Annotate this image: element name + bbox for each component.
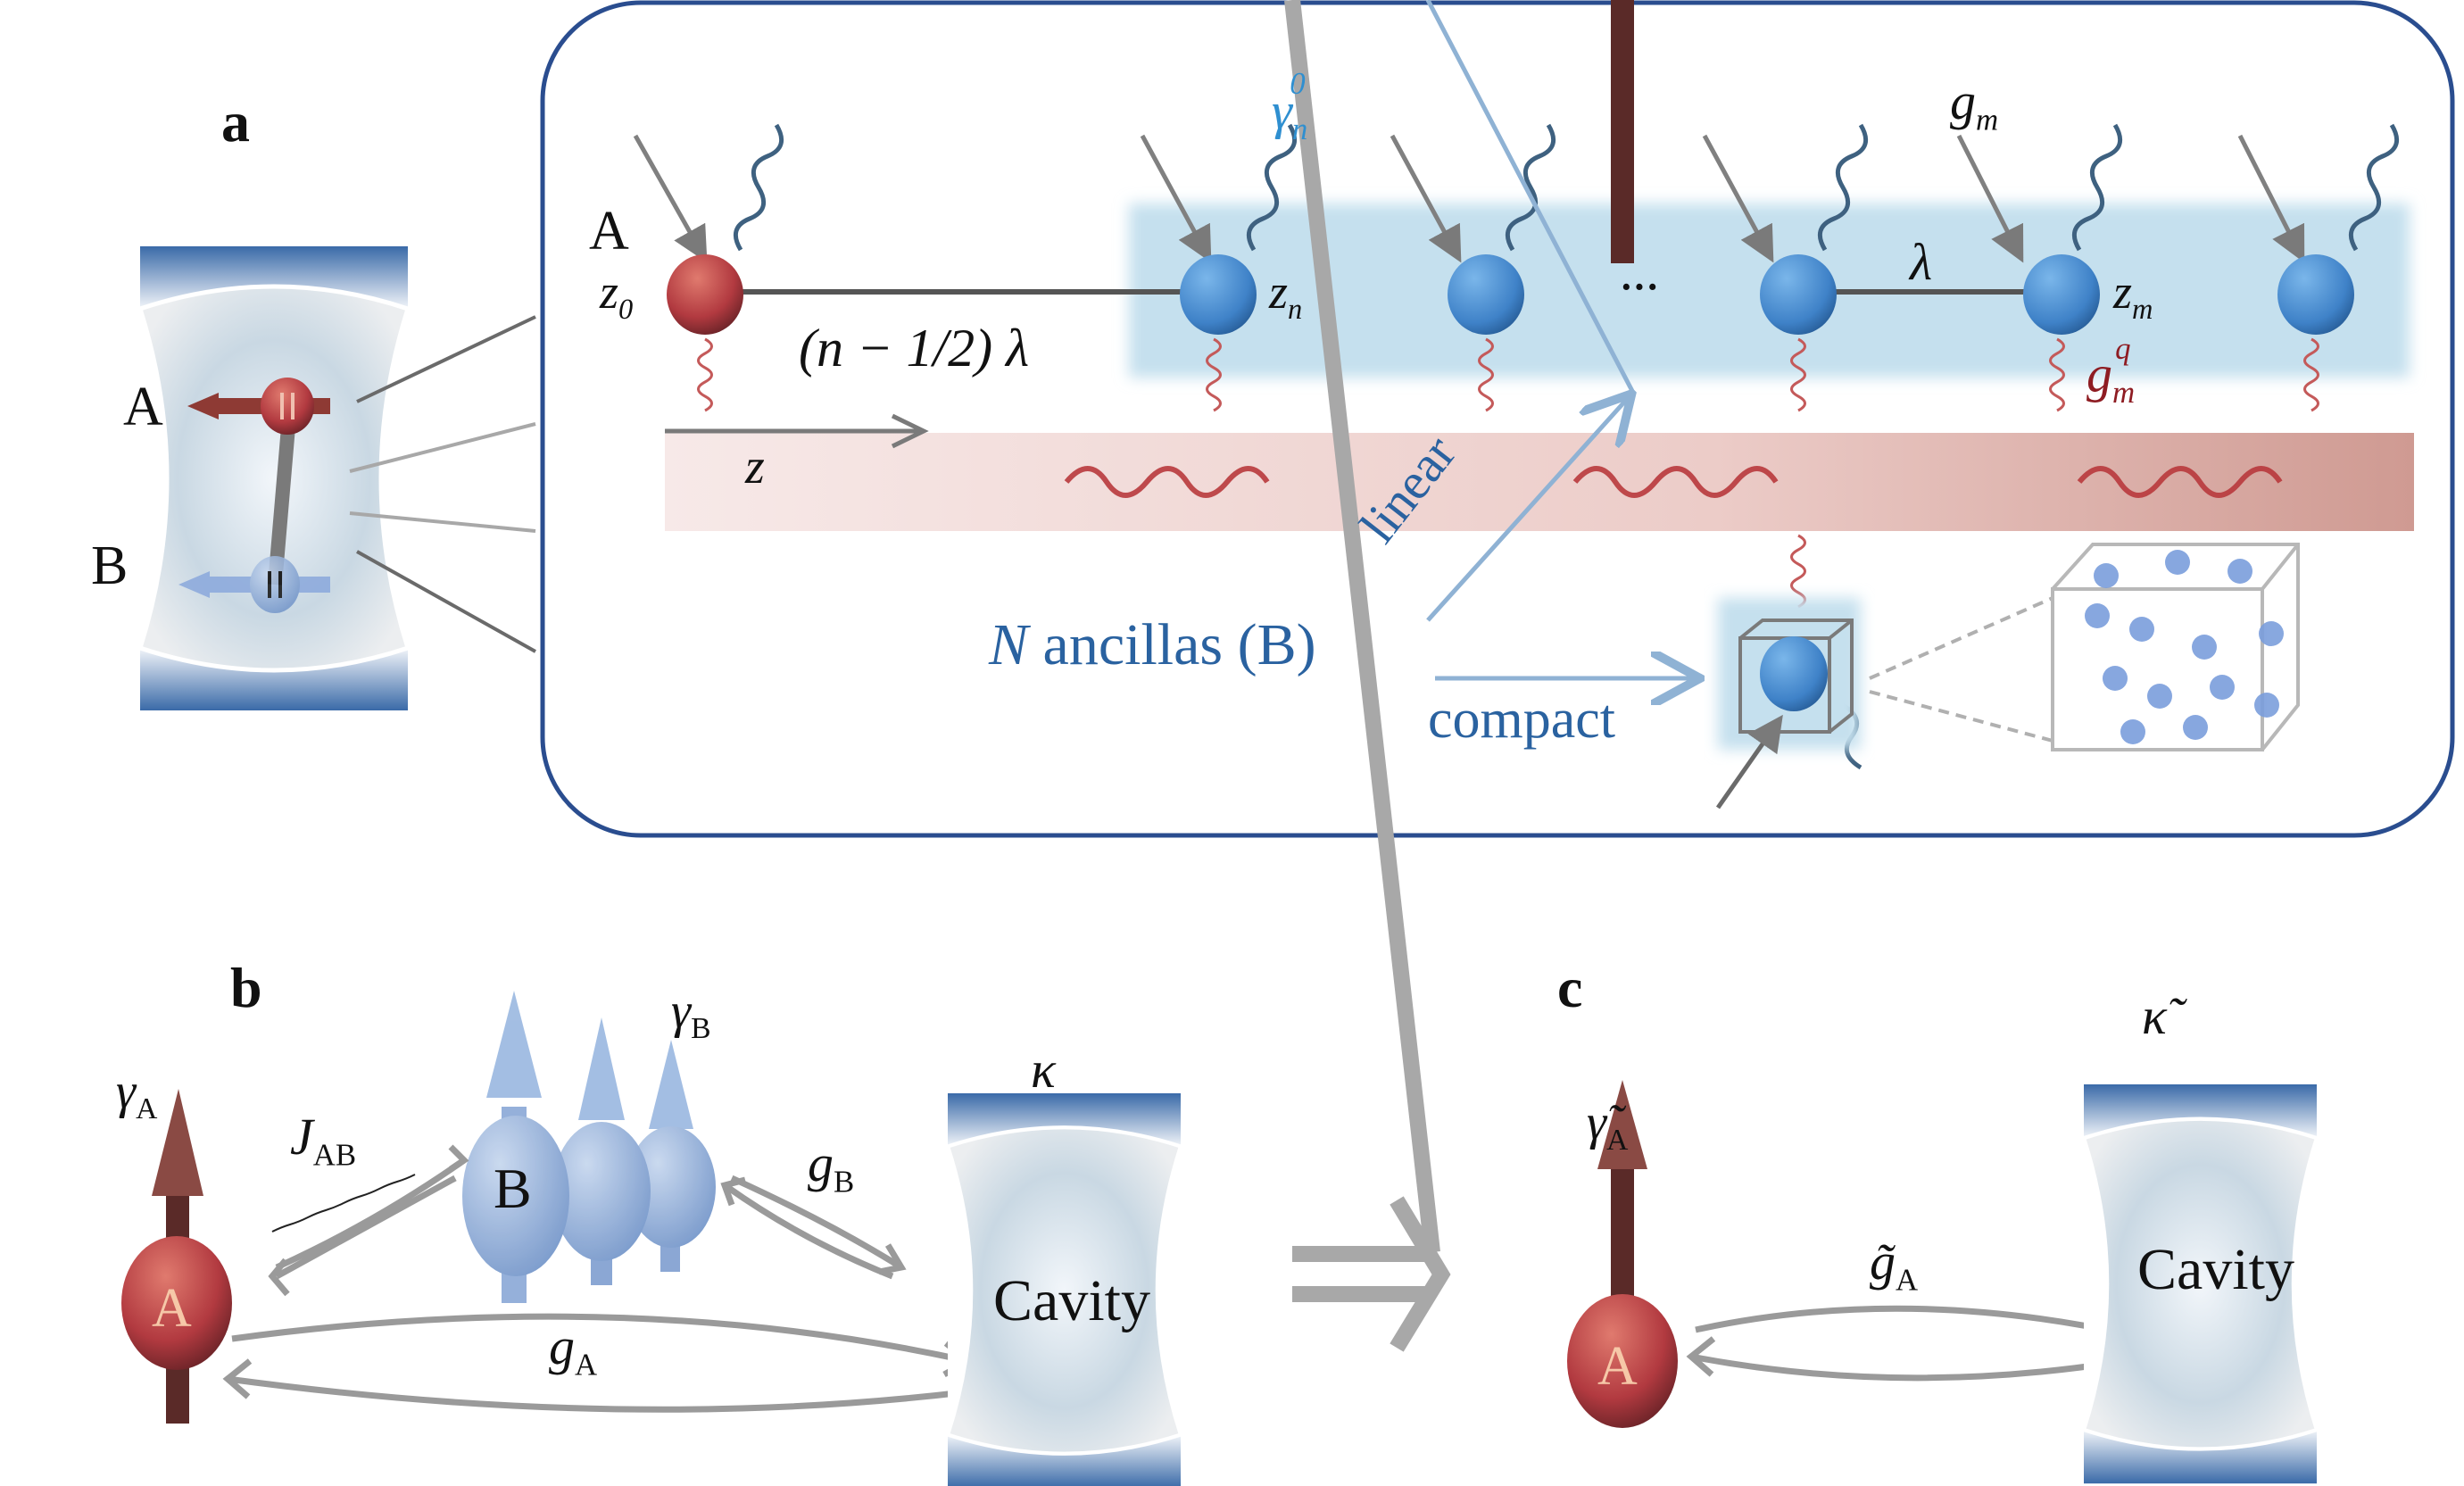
- atom-A-c-text: A: [1597, 1336, 1638, 1397]
- spin-ensemble-B: [462, 991, 716, 1303]
- ancilla-m: [2023, 254, 2100, 335]
- spin-B-inset: [178, 556, 330, 613]
- cavity-label-B: B: [91, 535, 129, 596]
- ancilla: [1448, 254, 1524, 335]
- cavity-c-text: Cavity: [2137, 1237, 2294, 1302]
- atom-A-label: A: [589, 201, 629, 262]
- gm-label: gm: [1950, 72, 1999, 137]
- waveguide-band: [665, 433, 2414, 531]
- cavity-label-A: A: [123, 377, 163, 437]
- zn-label: zn: [1269, 265, 1303, 326]
- ancillas-label: N ancillas (B): [989, 612, 1316, 677]
- gamma-n0-label: γn0: [1272, 66, 1308, 146]
- J-AB-label: JAB: [290, 1108, 357, 1173]
- emission-squiggles: [733, 123, 2400, 770]
- z-axis-label: z: [745, 439, 765, 494]
- atom-A: [667, 254, 743, 335]
- coupling-rod: [268, 405, 297, 585]
- waveguide-photons: [1064, 466, 2283, 498]
- g-A-tilde-label: g̃A: [1870, 1233, 1919, 1298]
- kappa-label: κ: [1031, 1041, 1056, 1099]
- zm-label: zm: [2113, 265, 2153, 326]
- J-AB-squiggle: [271, 1174, 416, 1233]
- ancilla: [2277, 254, 2354, 335]
- spin-A-inset: [187, 378, 330, 435]
- compact-label: compact: [1428, 689, 1616, 750]
- atom-A-text: A: [152, 1278, 192, 1339]
- ancilla: [1760, 254, 1837, 335]
- spin-A-b: [121, 1089, 232, 1424]
- implies-arrow: [1284, 0, 1451, 1352]
- compact-ancilla: [1760, 636, 1828, 711]
- ensemble-spins: [2085, 550, 2284, 744]
- g-B-label: gB: [808, 1134, 855, 1200]
- panel-label-b: b: [230, 956, 262, 1019]
- ensemble-cube: [2051, 543, 2300, 751]
- kappa-tilde-label: κ̃: [2142, 987, 2167, 1045]
- panel-label-a: a: [221, 90, 250, 154]
- z0-label: z0: [600, 265, 634, 326]
- cavity-inset: [140, 246, 408, 710]
- distance-label: (n − 1/2) λ: [799, 319, 1030, 378]
- spin-A-c: [1567, 0, 1678, 1428]
- ensemble-B-text: B: [494, 1157, 532, 1220]
- ellipsis: ···: [1620, 265, 1660, 309]
- gmq-label: gmq: [2087, 331, 2136, 410]
- ancilla-n: [1180, 254, 1257, 335]
- panel-a-frame: [540, 0, 2455, 838]
- gamma-A-tilde-label: γ̃A: [1587, 1095, 1629, 1158]
- cavity-b-text: Cavity: [993, 1268, 1150, 1333]
- g-A-label: gA: [549, 1317, 598, 1382]
- lambda-label: λ: [1910, 233, 1933, 291]
- gamma-A-label: γA: [116, 1064, 158, 1126]
- gamma-B-label: γB: [671, 984, 711, 1046]
- linear-arrow: [1426, 397, 1629, 622]
- panel-label-c: c: [1557, 956, 1583, 1019]
